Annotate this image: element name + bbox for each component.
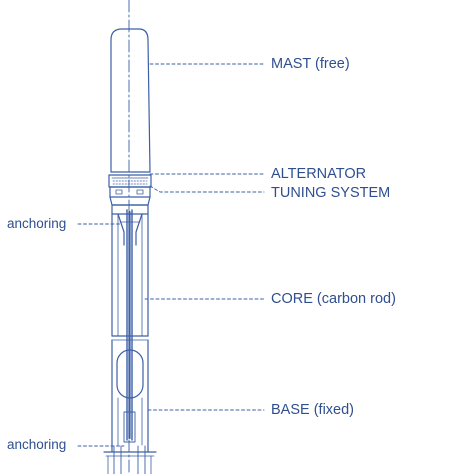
label-anchoring-upper: anchoring: [7, 216, 67, 231]
tuning-detail: [115, 189, 123, 195]
label-alternator: ALTERNATOR: [271, 166, 367, 182]
collar: [109, 196, 151, 206]
leader-tuning-system: [149, 185, 265, 193]
base-lower-clamp: [123, 411, 136, 443]
label-core: CORE (carbon rod): [271, 291, 396, 307]
label-base: BASE (fixed): [271, 402, 354, 418]
tuning-detail: [136, 189, 144, 195]
label-tuning-system: TUNING SYSTEM: [271, 185, 391, 201]
upper-anchor-wedge: [135, 213, 143, 246]
label-anchoring-lower: anchoring: [7, 437, 67, 452]
upper-anchor-wedge: [117, 213, 125, 246]
base-window: [116, 349, 144, 399]
tuning-system-housing: [109, 186, 151, 198]
mast-outline: [110, 28, 151, 173]
label-mast: MAST (free): [271, 56, 350, 72]
